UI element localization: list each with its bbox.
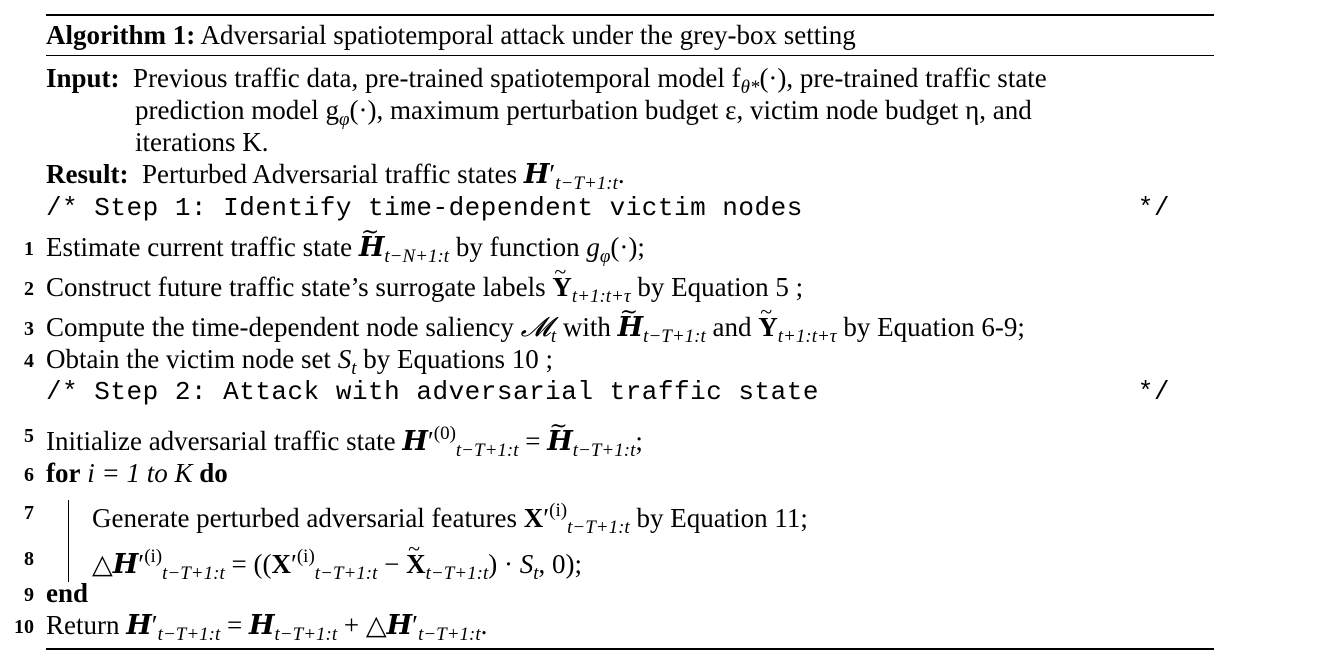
comment-step-2: /* Step 2: Attack with adversarial traff…: [46, 376, 1214, 408]
step-5-text-a: Initialize adversarial traffic state: [46, 426, 403, 456]
line-number: 7: [24, 502, 34, 524]
step-9: 9 end: [24, 577, 89, 609]
top-rule: [46, 14, 1214, 16]
input-text-2: prediction model g: [135, 95, 339, 125]
line-number: 5: [24, 425, 34, 447]
step-8: 8 △H′(i)t−T+1:t = ((X′(i)t−T+1:t − Xt−T+…: [24, 533, 582, 590]
result-line: Result: Perturbed Adversarial traffic st…: [46, 159, 625, 194]
step-2: 2 Construct future traffic state’s surro…: [24, 256, 804, 313]
step-2-text-b: by Equation 5 ;: [630, 272, 804, 302]
step-3-text-c: and: [705, 312, 759, 342]
comment-end-1: */: [1137, 193, 1170, 223]
line-number: 9: [24, 584, 34, 606]
input-line-1: Input: Previous traffic data, pre-traine…: [46, 63, 1047, 98]
line-number: 8: [24, 548, 34, 570]
step-4: 4 Obtain the victim node set St by Equat…: [24, 343, 553, 385]
algorithm-title: Adversarial spatiotemporal attack under …: [200, 20, 856, 50]
step-7-text-b: by Equation 11;: [629, 503, 808, 533]
input-text-1: Previous traffic data, pre-trained spati…: [133, 63, 741, 93]
algorithm-label: Algorithm 1:: [46, 20, 196, 50]
input-line-2: prediction model gφ(·), maximum perturba…: [135, 95, 1032, 130]
end-keyword: end: [46, 578, 89, 608]
input-label: Input:: [46, 63, 120, 93]
step-10: 10 Return H′t−T+1:t = Ht−T+1:t + △H′t−T+…: [14, 609, 487, 651]
input-text-1b: , pre-trained traffic state: [786, 63, 1047, 93]
line-number: 6: [24, 464, 34, 486]
loop-bar: [68, 500, 69, 582]
header-rule: [46, 55, 1214, 56]
input-text-3: iterations K.: [135, 127, 269, 157]
step-7: 7 Generate perturbed adversarial feature…: [24, 495, 808, 544]
step-10-text-a: Return: [46, 610, 127, 640]
loop-condition: i = 1 to K: [87, 458, 193, 488]
input-text-2b: , maximum perturbation budget ε, victim …: [376, 95, 1032, 125]
do-keyword: do: [199, 458, 228, 488]
step-4-text-a: Obtain the victim node set: [46, 344, 338, 374]
for-keyword: for: [46, 458, 81, 488]
step-3-text-a: Compute the time-dependent node saliency: [46, 312, 521, 342]
comment-step-1: /* Step 1: Identify time-dependent victi…: [46, 192, 1214, 224]
step-3: 3 Compute the time-dependent node salien…: [24, 296, 1025, 353]
comment-step-2-text: /* Step 2: Attack with adversarial traff…: [46, 377, 819, 407]
step-3-text-b: with: [556, 312, 618, 342]
line-number: 2: [24, 278, 34, 300]
result-text: Perturbed Adversarial traffic states: [142, 159, 518, 189]
input-line-3: iterations K.: [135, 126, 268, 158]
comment-step-1-text: /* Step 1: Identify time-dependent victi…: [46, 193, 803, 223]
comment-end-2: */: [1137, 377, 1170, 407]
step-7-text-a: Generate perturbed adversarial features: [92, 503, 524, 533]
bottom-rule: [46, 648, 1214, 650]
line-number: 1: [24, 238, 34, 260]
step-6: 6 for i = 1 to K do: [24, 457, 228, 489]
line-number: 10: [14, 616, 34, 638]
result-label: Result:: [46, 159, 129, 189]
step-4-text-b: by Equations 10 ;: [356, 344, 553, 374]
step-1-text-a: Estimate current traffic state: [46, 232, 359, 262]
algorithm-block: Algorithm 1: Adversarial spatiotemporal …: [14, 14, 1214, 654]
algorithm-header: Algorithm 1: Adversarial spatiotemporal …: [46, 19, 856, 51]
step-2-text-a: Construct future traffic state’s surroga…: [46, 272, 553, 302]
line-number: 4: [24, 350, 34, 372]
step-3-text-d: by Equation 6-9;: [836, 312, 1025, 342]
step-5: 5 Initialize adversarial traffic state H…: [24, 411, 643, 467]
line-number: 3: [24, 318, 34, 340]
